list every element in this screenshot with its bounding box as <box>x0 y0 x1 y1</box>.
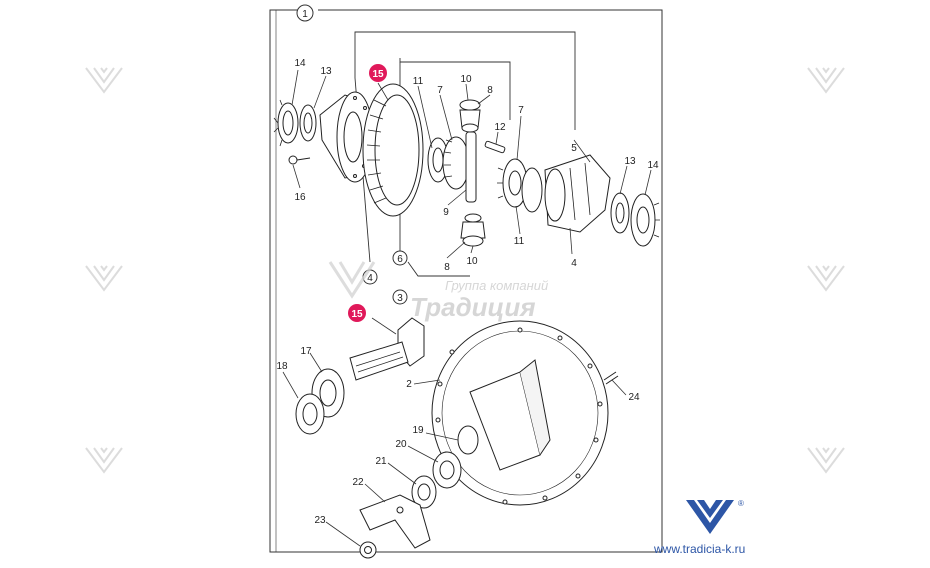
drive-pinion-drawing <box>349 317 425 381</box>
callout-21: 21 <box>375 456 387 467</box>
frame-label-1: 1 <box>296 4 314 22</box>
watermark-chevron-left-bottom-icon <box>85 447 123 474</box>
svg-text:15: 15 <box>351 309 363 320</box>
watermark-chevron-right-bottom-icon <box>807 447 845 474</box>
leader-lines <box>282 69 652 547</box>
pin-12-drawing <box>484 140 506 154</box>
callout-18: 18 <box>276 361 288 372</box>
seal-18-drawing <box>295 393 325 435</box>
callout-10-top: 10 <box>460 74 472 85</box>
ring-gear-drawing <box>362 83 424 217</box>
spider-pinion-gears-drawing <box>459 99 486 247</box>
callout-9: 9 <box>443 207 449 218</box>
watermark-chevron-left-mid-icon <box>85 265 123 292</box>
differential-side-gear-drawing <box>427 136 470 190</box>
callout-5: 5 <box>571 143 577 154</box>
callout-20: 20 <box>395 439 407 450</box>
group-label-6: 6 <box>392 250 408 266</box>
watermark-line-2: Традиция <box>410 292 536 322</box>
differential-carrier-drawing <box>431 320 609 506</box>
callout-12: 12 <box>494 122 506 133</box>
callout-7-right: 7 <box>518 105 524 116</box>
callout-13-left: 13 <box>320 66 332 77</box>
left-bearing-drawing <box>273 99 317 147</box>
callout-8-bottom: 8 <box>444 262 450 273</box>
svg-text:1: 1 <box>302 9 308 20</box>
svg-text:6: 6 <box>397 254 403 265</box>
callout-4-right: 4 <box>571 258 577 269</box>
callout-10-bottom: 10 <box>466 256 478 267</box>
callout-13-right: 13 <box>624 156 636 167</box>
spacer-21-drawing <box>411 475 437 509</box>
stud-24-drawing <box>603 371 619 385</box>
callout-8-top: 8 <box>487 85 493 96</box>
registered-mark: ® <box>738 499 744 508</box>
brand-logo-icon: ® <box>686 499 744 534</box>
callout-23: 23 <box>314 515 326 526</box>
watermark-center-logo-icon <box>328 261 376 299</box>
callout-16: 16 <box>294 192 306 203</box>
callout-14-left: 14 <box>294 58 306 69</box>
highlight-callout-15-top: 15 <box>369 64 387 82</box>
callout-11-right: 11 <box>514 236 525 247</box>
callout-17: 17 <box>300 346 312 357</box>
pinion-bearing-19-20-drawing <box>432 425 479 489</box>
yoke-flange-22-drawing <box>359 494 431 549</box>
watermark-chevron-right-mid-icon <box>807 265 845 292</box>
watermark-line-1: Группа компаний <box>445 278 548 293</box>
right-differential-half-case-drawing <box>544 154 611 233</box>
callout-19: 19 <box>412 425 424 436</box>
bolt-16-drawing <box>288 155 311 165</box>
callout-2: 2 <box>406 379 412 390</box>
callout-11-top: 11 <box>413 76 424 87</box>
group-label-3: 3 <box>392 289 408 305</box>
center-watermark: Группа компаний Традиция <box>328 261 548 322</box>
brand-url-link[interactable]: www.tradicia-k.ru <box>653 542 745 556</box>
callout-14-right: 14 <box>647 160 659 171</box>
watermark-chevron-right-top-icon <box>807 67 845 94</box>
nut-23-drawing <box>359 541 377 559</box>
right-side-gear-drawing <box>497 158 543 213</box>
right-bearing-drawing <box>610 192 660 247</box>
watermark-chevron-left-top-icon <box>85 67 123 94</box>
svg-text:4: 4 <box>367 273 373 284</box>
svg-text:3: 3 <box>397 293 403 304</box>
svg-text:15: 15 <box>372 69 384 80</box>
callout-7-left: 7 <box>437 85 443 96</box>
spider-pin-drawing <box>465 131 477 203</box>
callout-24: 24 <box>628 392 640 403</box>
callout-22: 22 <box>352 477 364 488</box>
highlight-callout-15-bottom: 15 <box>348 304 366 322</box>
